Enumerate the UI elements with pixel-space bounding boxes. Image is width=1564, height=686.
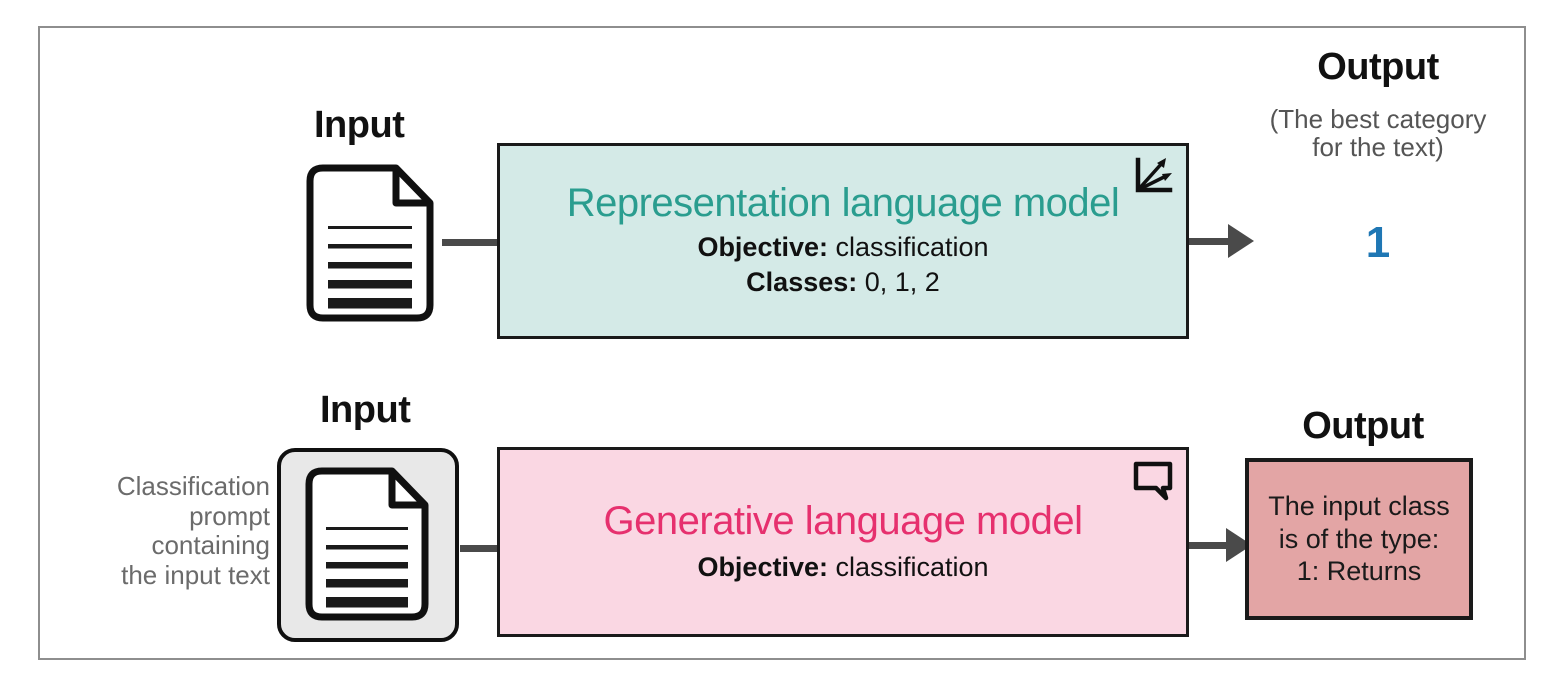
top-output-sublabel-line1: (The best category	[1269, 104, 1487, 134]
bottom-output-connector	[1189, 542, 1229, 549]
top-output-label: Output	[1317, 46, 1439, 88]
bottom-input-note-line2: prompt	[189, 500, 270, 531]
vector-axes-icon	[1130, 154, 1176, 200]
representation-objective-value: classification	[835, 232, 989, 263]
generative-model-title: Generative language model	[603, 498, 1083, 543]
bottom-input-note: Classification prompt containing the inp…	[80, 471, 270, 591]
bottom-input-document-icon	[300, 466, 434, 622]
bottom-input-connector	[460, 545, 501, 552]
representation-classes-key: Classes:	[746, 267, 858, 297]
representation-objective-row: Objective: classification	[697, 230, 988, 265]
generative-objective-key: Objective:	[697, 551, 828, 582]
speech-bubble-icon	[1130, 458, 1176, 504]
bottom-input-note-line4: the input text	[121, 559, 270, 590]
bottom-output-box-text: The input class is of the type: 1: Retur…	[1268, 490, 1450, 589]
top-input-connector	[442, 239, 500, 246]
top-input-label: Input	[314, 104, 405, 146]
top-output-sublabel: (The best category for the text)	[1248, 105, 1508, 161]
bottom-output-line2: is of the type:	[1278, 523, 1440, 554]
representation-classes-value: 0, 1, 2	[864, 267, 940, 297]
representation-model-box[interactable]: Representation language model Objective:…	[497, 143, 1189, 339]
diagram-frame	[38, 26, 1526, 660]
bottom-input-note-line3: containing	[151, 530, 270, 561]
generative-model-box[interactable]: Generative language model Objective: cla…	[497, 447, 1189, 637]
top-output-arrowhead	[1228, 224, 1254, 258]
bottom-input-note-line1: Classification	[116, 471, 270, 501]
top-output-sublabel-line2: for the text)	[1312, 132, 1444, 163]
generative-objective-row: Objective: classification	[697, 550, 988, 585]
bottom-output-label: Output	[1302, 405, 1424, 447]
top-output-connector	[1189, 238, 1231, 245]
top-output-value: 1	[1365, 218, 1391, 267]
bottom-output-line1: The input class	[1268, 490, 1450, 521]
representation-objective-key: Objective:	[697, 232, 828, 263]
representation-model-title: Representation language model	[566, 181, 1120, 226]
bottom-input-label: Input	[320, 389, 411, 431]
bottom-output-box: The input class is of the type: 1: Retur…	[1245, 458, 1473, 620]
top-input-document-icon	[300, 163, 440, 323]
bottom-output-line3: 1: Returns	[1296, 556, 1422, 587]
generative-objective-value: classification	[835, 551, 989, 582]
representation-classes-row: Classes: 0, 1, 2	[746, 265, 940, 300]
